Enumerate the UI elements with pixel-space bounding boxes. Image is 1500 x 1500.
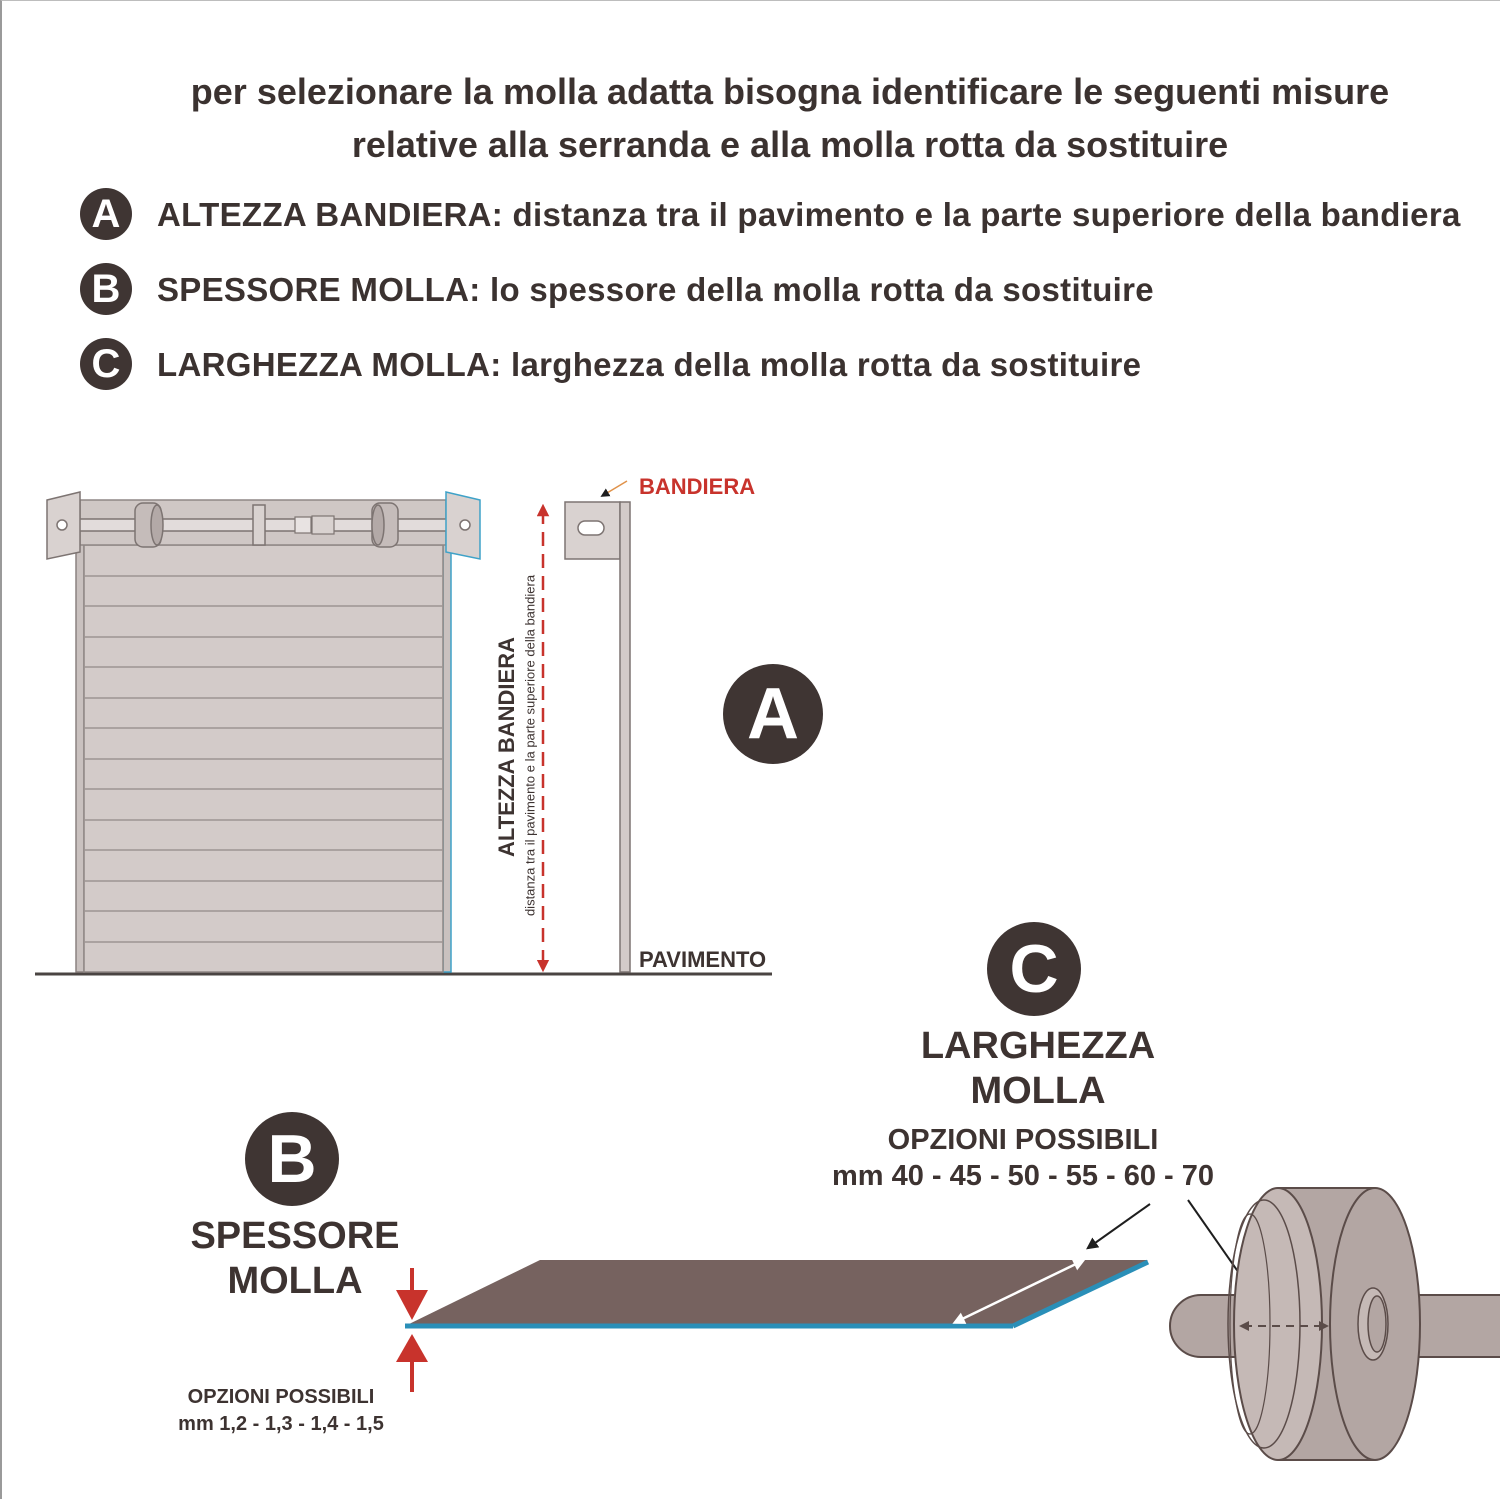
larghezza-title-line-1: LARGHEZZA <box>920 1025 1156 1067</box>
shutter-slats <box>84 575 443 943</box>
thickness-arrows <box>396 1268 428 1392</box>
legend-text-c: LARGHEZZA MOLLA: larghezza della molla r… <box>157 346 1142 383</box>
spring-strip <box>405 1199 1264 1329</box>
intro-line-1: per selezionare la molla adatta bisogna … <box>190 71 1390 112</box>
bandiera-bracket <box>564 480 631 973</box>
spessore-title-line-1: SPESSORE <box>190 1215 400 1257</box>
legend-item-b: B SPESSORE MOLLA: lo spessore della moll… <box>80 263 1500 317</box>
spessore-molla-title: SPESSORE MOLLA <box>145 1214 445 1304</box>
intro-line-2: relative alla serranda e alla molla rott… <box>351 124 1229 165</box>
badge-b-large-icon: B <box>245 1112 339 1206</box>
spring-drum <box>1169 1187 1500 1461</box>
larghezza-options-values: mm 40 - 45 - 50 - 55 - 60 - 70 <box>831 1160 1215 1192</box>
spessore-options-values: mm 1,2 - 1,3 - 1,4 - 1,5 <box>178 1413 384 1435</box>
altezza-bandiera-vertical-title: ALTEZZA BANDIERA <box>494 637 519 857</box>
legend-text-a: ALTEZZA BANDIERA: distanza tra il pavime… <box>157 196 1461 233</box>
badge-b-icon: B <box>80 263 132 315</box>
right-guide <box>442 504 452 973</box>
badge-c-icon: C <box>80 338 132 390</box>
spessore-options: OPZIONI POSSIBILI mm 1,2 - 1,3 - 1,4 - 1… <box>131 1384 431 1438</box>
legend-item-c: C LARGHEZZA MOLLA: larghezza della molla… <box>80 338 1500 392</box>
larghezza-options: OPZIONI POSSIBILI mm 40 - 45 - 50 - 55 -… <box>813 1122 1233 1194</box>
badge-c-large-icon: C <box>987 922 1081 1016</box>
spessore-title-line-2: MOLLA <box>227 1260 363 1302</box>
legend-text-b: SPESSORE MOLLA: lo spessore della molla … <box>157 271 1154 308</box>
left-guide <box>75 504 85 973</box>
spessore-options-title: OPZIONI POSSIBILI <box>187 1386 375 1408</box>
roller-shutter <box>35 491 772 976</box>
legend-item-a: A ALTEZZA BANDIERA: distanza tra il pavi… <box>80 188 1500 242</box>
badge-a-icon: A <box>80 188 132 240</box>
pavimento-label: PAVIMENTO <box>639 947 767 972</box>
larghezza-title-line-2: MOLLA <box>970 1070 1106 1112</box>
altezza-bandiera-vertical-subtitle: distanza tra il pavimento e la parte sup… <box>522 574 538 917</box>
badge-a-large-icon: A <box>723 664 823 764</box>
bandiera-label: BANDIERA <box>639 474 756 499</box>
larghezza-options-title: OPZIONI POSSIBILI <box>887 1124 1159 1156</box>
larghezza-molla-title: LARGHEZZA MOLLA <box>888 1024 1188 1114</box>
